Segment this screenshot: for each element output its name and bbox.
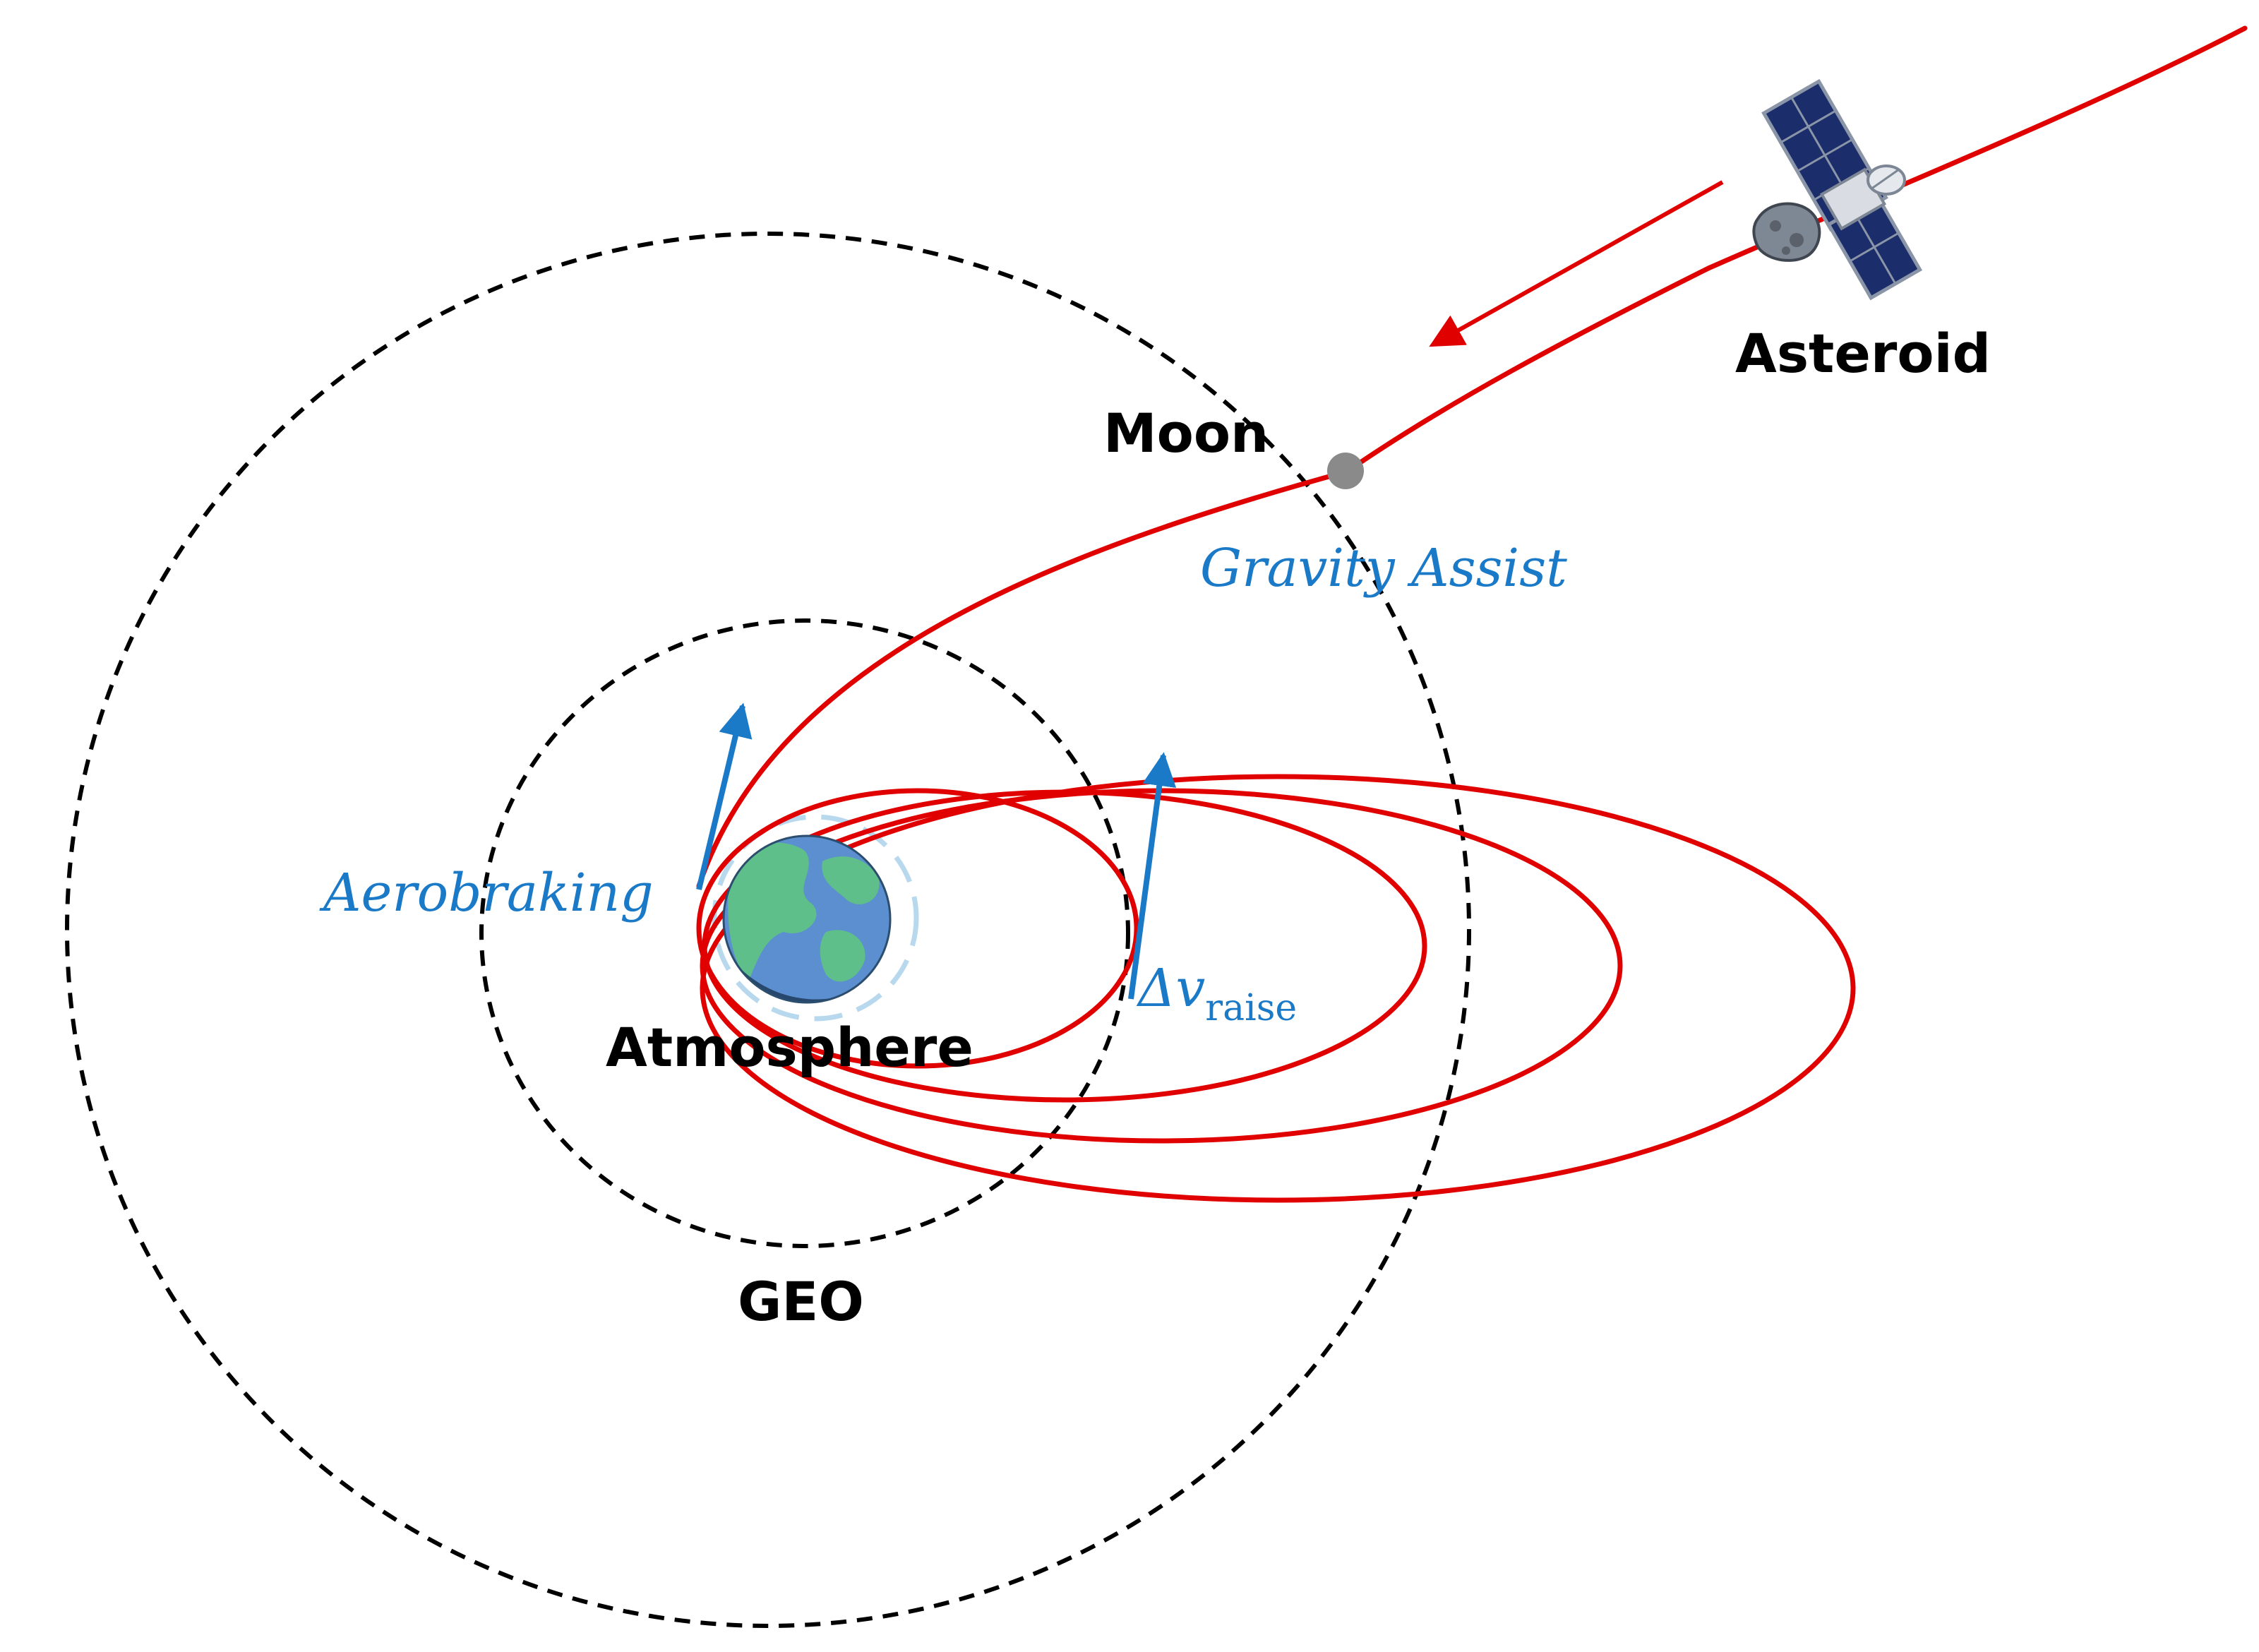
raise-arrow: [1128, 752, 1177, 1000]
asteroid-icon: [1752, 202, 1821, 262]
delta-v-symbol: Δv: [1136, 958, 1205, 1019]
asteroid-label: Asteroid: [1735, 322, 1991, 385]
satellite-icon: [1761, 78, 1923, 301]
delta-v-subscript: raise: [1205, 987, 1297, 1029]
aerobraking-arrow: [696, 702, 753, 890]
aerobraking-orbits: [696, 774, 1856, 1203]
direction-arrow: [1429, 180, 1724, 347]
incoming-trajectory: [696, 25, 2248, 889]
geo-orbit: [479, 618, 1130, 1248]
delta-v-raise-label: Δvraise: [1136, 958, 1297, 1029]
atmosphere-label: Atmosphere: [606, 1016, 973, 1079]
gravity-assist-label: Gravity Assist: [1200, 538, 1567, 599]
aerobraking-label: Aerobraking: [319, 863, 654, 923]
lunar-orbit: [65, 232, 1471, 1628]
orbit-ring-4: [700, 774, 1856, 1203]
atmosphere-ring: [712, 814, 919, 1022]
orbit-ring-1: [696, 788, 1139, 1069]
geo-label: GEO: [738, 1270, 864, 1333]
moon-label: Moon: [1103, 402, 1269, 465]
moon-icon: [1327, 453, 1364, 489]
earth-icon: [722, 834, 892, 1004]
